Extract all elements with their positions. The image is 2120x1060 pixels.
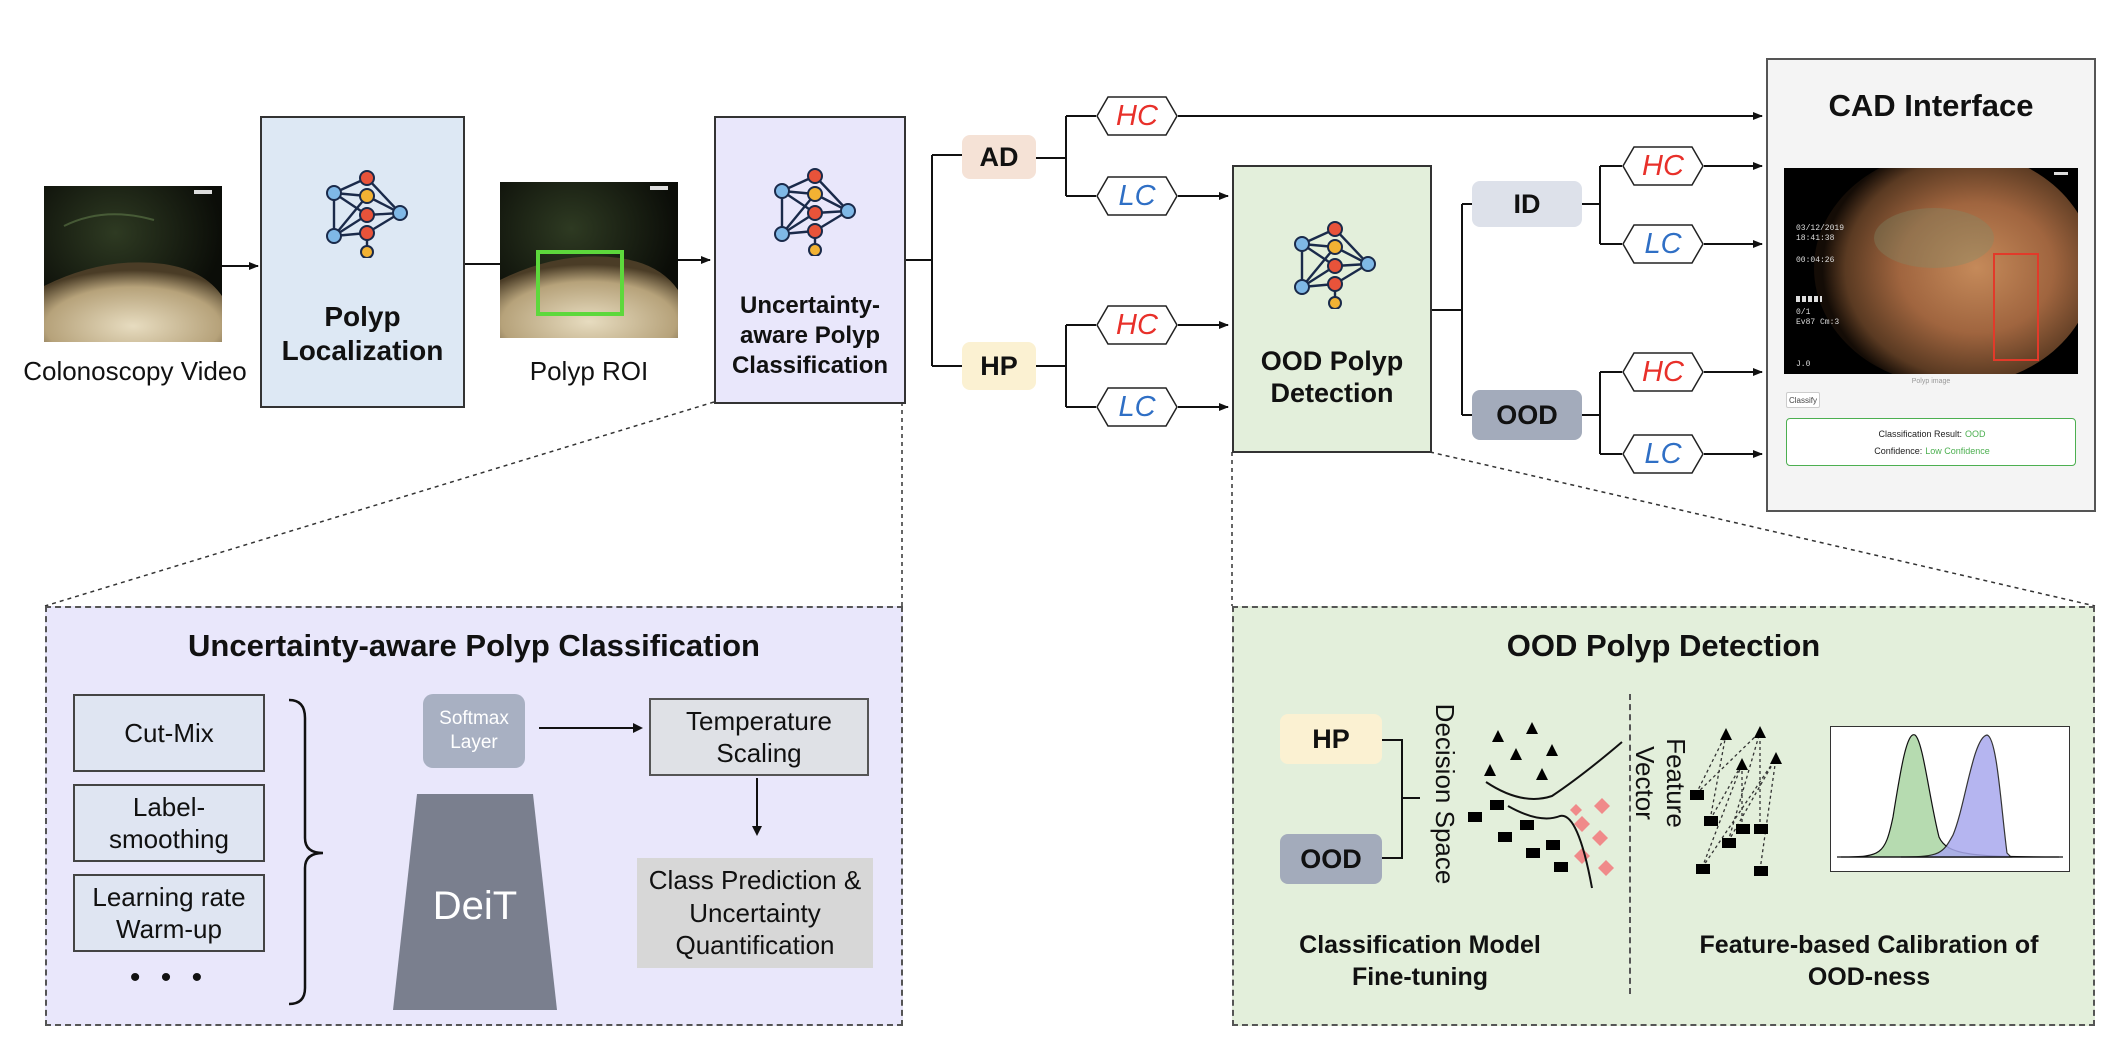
hc-badge: HC (1096, 305, 1178, 345)
hp-tag: HP (962, 342, 1036, 390)
decision-space-plot (1468, 722, 1623, 889)
polyp-classification-box: Uncertainty-aware Polyp Classification (714, 116, 906, 404)
result-value: OOD (1965, 429, 1986, 439)
polyp-roi-label: Polyp ROI (529, 356, 649, 386)
deit-label: DeiT (432, 883, 518, 928)
hp-tag: HP (1280, 714, 1382, 764)
class-prediction-box: Class Prediction & Uncertainty Quantific… (637, 858, 873, 968)
ood-detection-label: OOD Polyp Detection (1260, 345, 1404, 408)
hc-badge: HC (1622, 146, 1704, 186)
classify-button[interactable]: Classify (1786, 392, 1820, 408)
result-label: Classification Result: (1878, 429, 1962, 439)
classification-panel-title: Uncertainty-aware Polyp Classification (188, 628, 760, 663)
ad-tag: AD (962, 135, 1036, 179)
result-line: Classification Result: OOD (1787, 427, 2077, 441)
lc-badge: LC (1096, 387, 1178, 427)
neural-network-icon (1294, 221, 1376, 309)
hc-badge: HC (1622, 352, 1704, 392)
endoscopy-image: 03/12/2019 18:41:38 00:04:26 0/1 Ev87 Cm… (1784, 168, 2078, 374)
bracket-lines (1382, 739, 1420, 859)
roi-bounding-box (536, 250, 624, 316)
overlay-id: J.0 (1796, 360, 1811, 369)
neural-network-icon (774, 168, 856, 256)
more-techniques-ellipsis: • • • (129, 961, 209, 994)
result-card: Classification Result: OOD Confidence: L… (1786, 418, 2076, 466)
distribution-curves (1837, 734, 2063, 858)
polyp-localization-box: Polyp Localization (260, 116, 465, 408)
image-caption: Polyp image (1911, 377, 1951, 385)
cad-interface-title: CAD Interface (1828, 88, 2034, 123)
feature-vector-label: Feature Vector (1630, 738, 1691, 828)
overlay-code: Ev87 Cm:3 (1796, 318, 1840, 327)
confidence-value: Low Confidence (1925, 446, 1990, 456)
technique-item: Cut-Mix (73, 694, 265, 772)
ood-detection-box: OOD Polyp Detection (1232, 165, 1432, 453)
arrow-to-prediction (752, 778, 762, 836)
softmax-layer: Softmax Layer (423, 694, 525, 768)
cad-interface-panel: CAD Interface 03/12/2019 18:41:38 00:04:… (1766, 58, 2096, 512)
ood-tag: OOD (1280, 834, 1382, 884)
technique-item: Learning rate Warm-up (73, 874, 265, 952)
decision-space-label: Decision Space (1430, 703, 1461, 885)
brace-icon (288, 698, 324, 1006)
hc-badge: HC (1096, 96, 1178, 136)
ood-distribution-plot (1830, 726, 2070, 872)
polyp-localization-label: Polyp Localization (281, 301, 444, 366)
detection-box (1993, 253, 2039, 361)
confidence-label: Confidence: (1874, 446, 1923, 456)
ood-detail-panel: OOD Polyp Detection HP OOD Decision Spac… (1232, 606, 2095, 1026)
overlay-bar-icon (1796, 296, 1822, 302)
ood-calibration-caption: Feature-based Calibration of OOD-ness (1699, 930, 2039, 992)
lc-badge: LC (1622, 224, 1704, 264)
overlay-small: 0/1 (1796, 308, 1811, 317)
temperature-scaling-box: Temperature Scaling (649, 698, 869, 776)
classification-fine-tuning-caption: Classification Model Fine-tuning (1299, 930, 1541, 992)
polyp-roi-frame (500, 182, 678, 338)
technique-item: Label-smoothing (73, 784, 265, 862)
ood-panel-title: OOD Polyp Detection (1506, 628, 1821, 663)
overlay-elapsed: 00:04:26 (1796, 256, 1835, 265)
classification-detail-panel: Uncertainty-aware Polyp Classification C… (45, 606, 903, 1026)
colonoscopy-video-frame (44, 186, 222, 342)
confidence-line: Confidence: Low Confidence (1787, 444, 2077, 458)
lc-badge: LC (1096, 176, 1178, 216)
panel-divider (1629, 694, 1631, 994)
colonoscopy-video-label: Colonoscopy Video (23, 356, 247, 386)
neural-network-icon (326, 170, 408, 258)
polyp-classification-label: Uncertainty-aware Polyp Classification (731, 292, 889, 379)
deit-model-shape (393, 794, 557, 1010)
overlay-date: 03/12/2019 (1796, 224, 1845, 233)
overlay-time: 18:41:38 (1796, 234, 1835, 243)
arrow-to-temperature (539, 723, 643, 733)
feature-vector-plot (1690, 726, 1782, 876)
lc-badge: LC (1622, 434, 1704, 474)
id-tag: ID (1472, 181, 1582, 227)
ood-tag: OOD (1472, 390, 1582, 440)
